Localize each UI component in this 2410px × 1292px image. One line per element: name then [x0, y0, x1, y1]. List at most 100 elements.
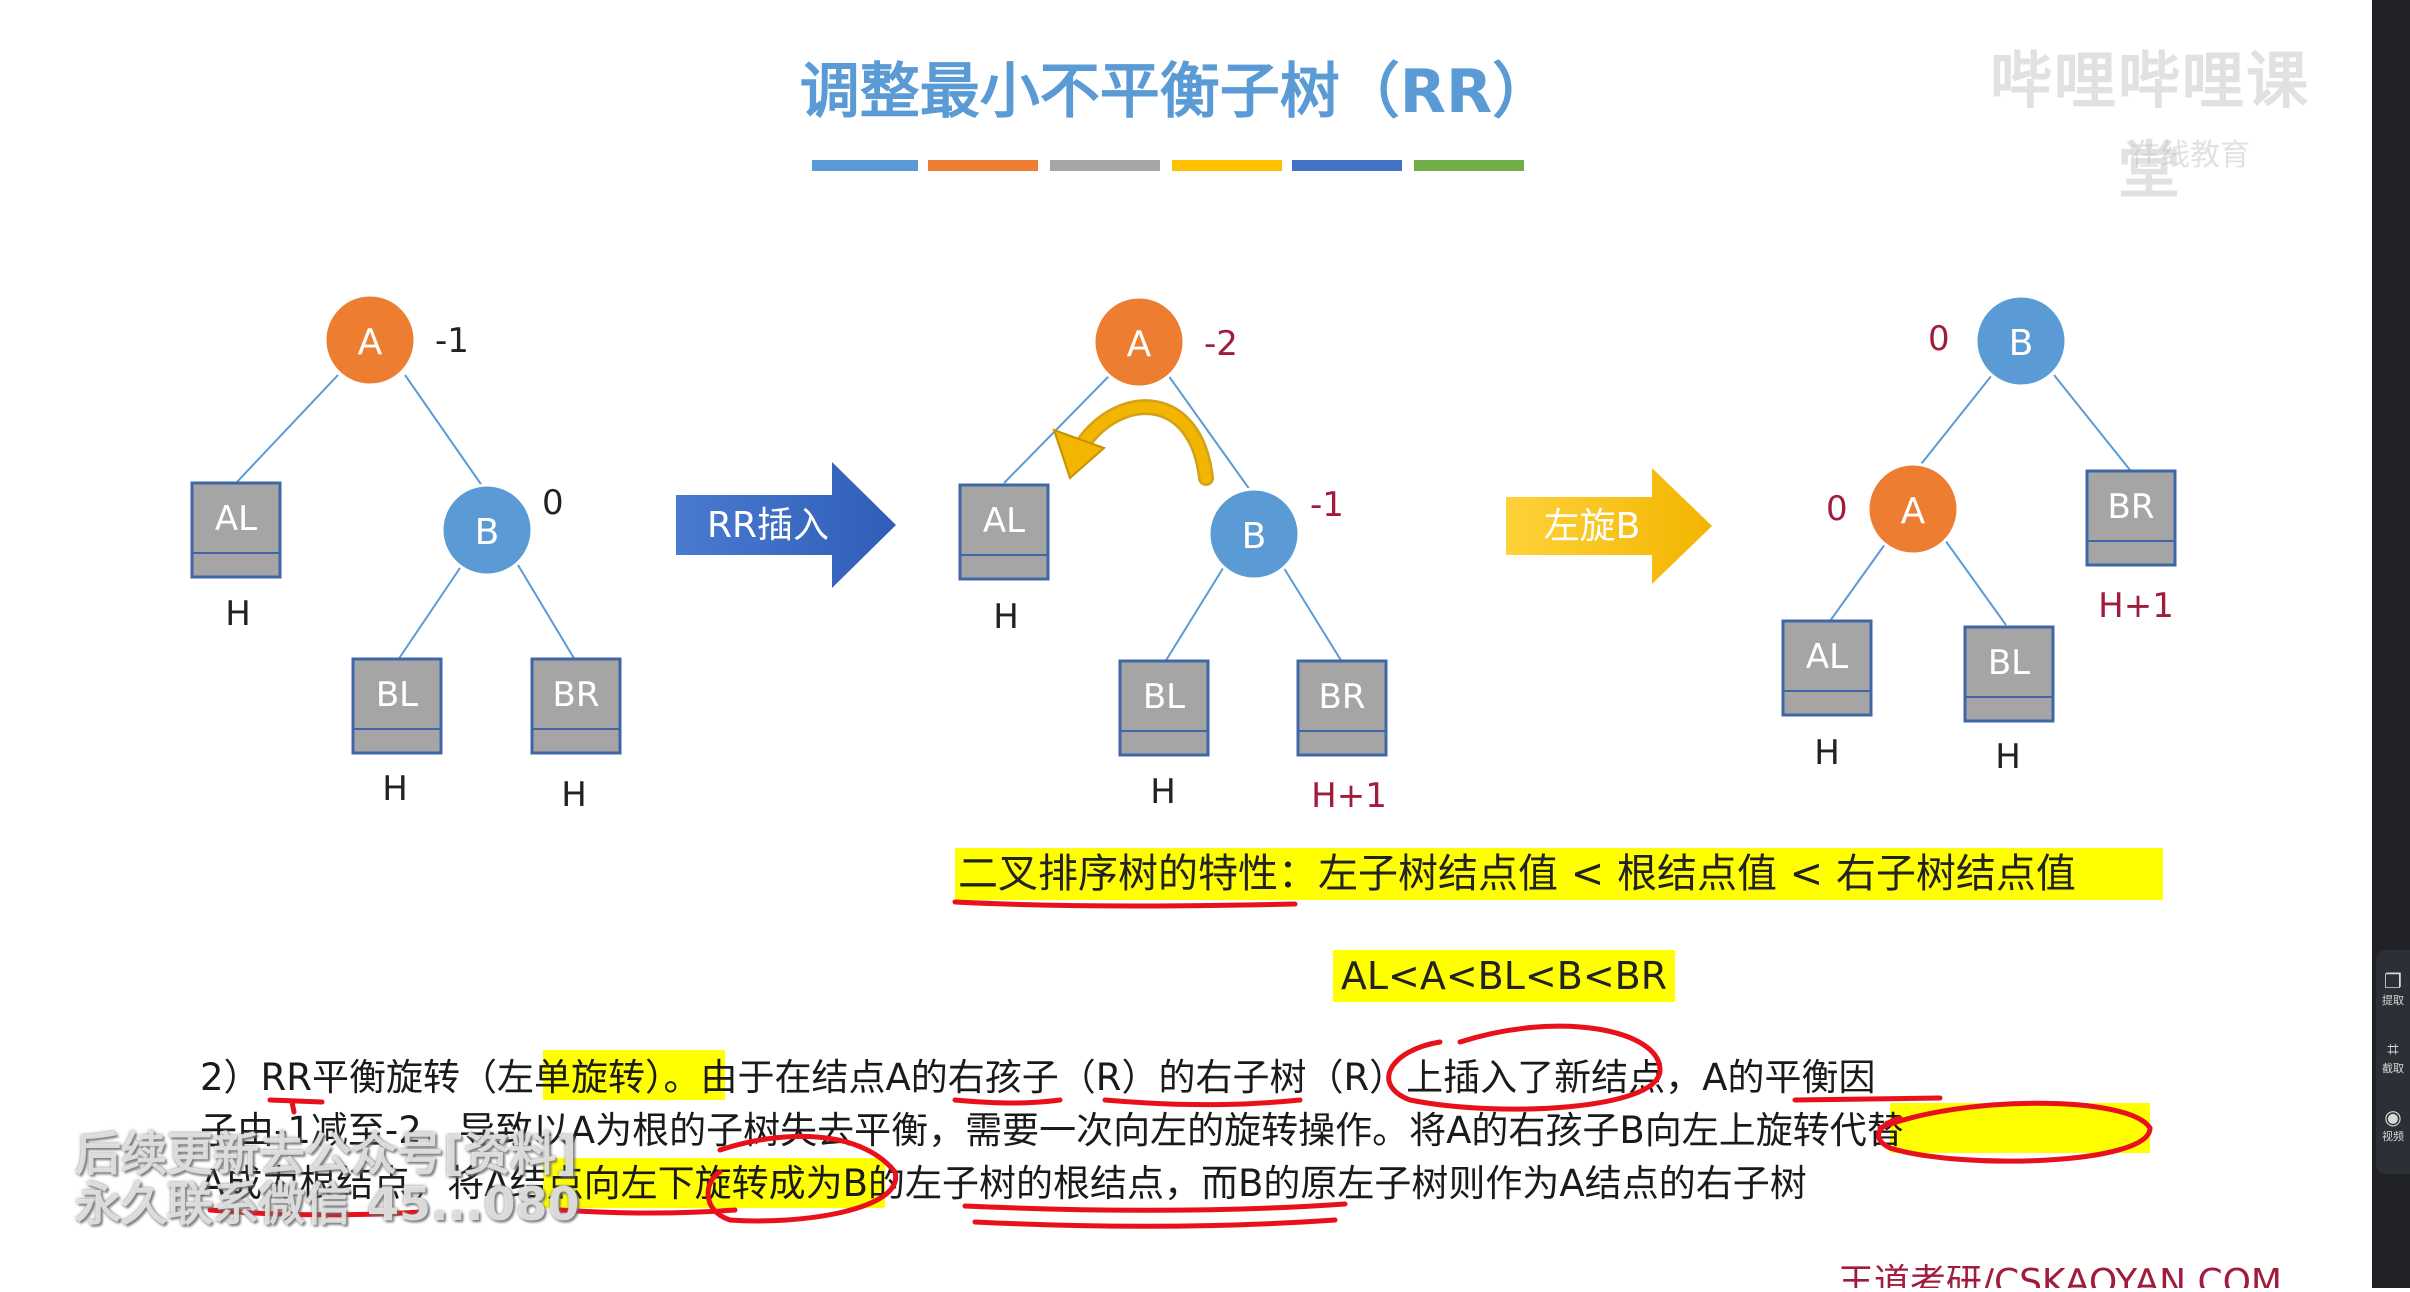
balance-factor: 0 [542, 483, 564, 523]
edge [2053, 374, 2131, 471]
node-a: A [1092, 295, 1186, 389]
arrow-label: 左旋B [1544, 506, 1641, 547]
node-b: B [1207, 487, 1301, 581]
copy-icon: ❐ [2384, 969, 2402, 993]
title-bar-1 [812, 160, 918, 171]
height-label: H [1814, 733, 1840, 773]
highlight [955, 848, 2163, 900]
side-tool-crop[interactable]: ⌗ 截取 [2376, 1038, 2410, 1076]
edge [1167, 374, 1251, 491]
edge [397, 564, 463, 661]
side-tool-copy[interactable]: ❐ 提取 [2376, 970, 2410, 1008]
camera-icon: ◉ [2384, 1105, 2402, 1129]
paragraph-line-3: A成为根结点，将A结点向左下旋转成为B的左子树的根结点，而B的原左子树则作为A结… [200, 1162, 1807, 1205]
tree-after-insert: A -2 B -1 AL H BL H BR [958, 295, 1388, 816]
subtree-label: BR [1319, 677, 1366, 717]
video-watermark: 哔哩哔哩课堂 [1989, 44, 2310, 207]
side-tool-label: 截取 [2382, 1062, 2404, 1075]
subtree-label: AL [983, 501, 1025, 541]
subtree-label: BL [376, 675, 418, 715]
node-label: A [1901, 491, 1926, 532]
footer-brand: 王道考研/CSKAOYAN.COM [1838, 1262, 2282, 1288]
title-bar-4 [1172, 160, 1282, 171]
node-label: B [1242, 516, 1267, 557]
height-label: H [1150, 772, 1176, 812]
side-toolbar: ❐ 提取 ⌗ 截取 ◉ 视频 [2376, 950, 2410, 1174]
subtree-label: BR [553, 675, 600, 715]
subtree-al: AL [1781, 619, 1873, 717]
edge [404, 374, 486, 491]
edge [1164, 564, 1226, 663]
promo-overlay-line-1: 后续更新去公众号[资料] [75, 1127, 578, 1181]
subtree-bl: BL [1118, 659, 1210, 757]
balance-factor: 0 [1826, 489, 1848, 529]
edge [1003, 374, 1111, 484]
title-color-bar [812, 160, 1524, 171]
side-tool-label: 提取 [2382, 994, 2404, 1007]
subtree-label: AL [215, 499, 257, 539]
promo-overlay-line-2: 永久联系微信 45...080 [75, 1177, 580, 1231]
edge [1281, 564, 1343, 663]
edge [235, 374, 339, 484]
node-label: A [1127, 324, 1152, 365]
balance-factor: 0 [1928, 319, 1950, 359]
order-note: AL<A<BL<B<BR [1341, 954, 1667, 998]
subtree-label: AL [1806, 637, 1848, 677]
paragraph-line-1: 2）RR平衡旋转（左单旋转）。由于在结点A的右孩子（R）的右子树（R）上插入了新… [200, 1056, 1876, 1099]
red-pen-annotations [207, 899, 2153, 1229]
side-tool-label: 视频 [2382, 1130, 2404, 1143]
title-bar-5 [1292, 160, 1402, 171]
node-label: B [475, 512, 500, 553]
tree-before-insert: A -1 B 0 AL H BL H BR H [190, 293, 622, 815]
arrow-label: RR插入 [707, 505, 829, 546]
video-watermark-subtitle: 在线教育 [2130, 138, 2250, 173]
title-bar-3 [1050, 160, 1160, 171]
bst-property-note: 二叉排序树的特性：左子树结点值 < 根结点值 < 右子树结点值 [958, 851, 2076, 897]
height-label: H [1995, 737, 2021, 777]
title-bar-6 [1414, 160, 1524, 171]
subtree-br: BR [530, 657, 622, 755]
subtree-al: AL [958, 483, 1050, 581]
node-b: B [440, 483, 534, 577]
subtree-label: BL [1143, 677, 1185, 717]
height-label: H [993, 597, 1019, 637]
subtree-label: BL [1988, 643, 2030, 683]
side-tool-camera[interactable]: ◉ 视频 [2376, 1106, 2410, 1144]
node-a: A [1866, 462, 1960, 556]
rotate-left-arrow: 左旋B [1506, 468, 1712, 584]
height-label: H+1 [2098, 586, 2174, 626]
rr-insert-arrow: RR插入 [676, 462, 896, 588]
height-label: H [225, 594, 251, 634]
paragraph-line-2: 子由-1减至-2，导致以A为根的子树失去平衡，需要一次向左的旋转操作。将A的右孩… [200, 1109, 1904, 1152]
node-label: A [358, 322, 383, 363]
subtree-br: BR [1296, 659, 1388, 757]
node-a: A [323, 293, 417, 387]
height-label: H+1 [1311, 776, 1387, 816]
node-b: B [1974, 294, 2068, 388]
highlight [543, 1158, 885, 1208]
edge [517, 564, 576, 661]
height-label: H [382, 769, 408, 809]
page-title: 调整最小不平衡子树（RR） [800, 57, 1552, 127]
balance-factor: -2 [1204, 324, 1238, 364]
node-label: B [2009, 323, 2034, 364]
balance-factor: -1 [435, 321, 469, 361]
subtree-al: AL [190, 481, 282, 579]
subtree-bl: BL [351, 657, 443, 755]
highlight [543, 1050, 725, 1100]
edge [1829, 539, 1889, 622]
height-label: H [561, 775, 587, 815]
highlight [1333, 950, 1675, 1002]
crop-icon: ⌗ [2387, 1037, 2399, 1061]
rotation-arrow-icon [1052, 399, 1214, 486]
edge [1917, 374, 1993, 469]
subtree-bl: BL [1963, 625, 2055, 723]
subtree-br: BR [2085, 469, 2177, 567]
balance-factor: -1 [1310, 485, 1344, 525]
tree-after-rotation: B 0 A 0 BR H+1 AL H BL H [1781, 294, 2177, 777]
edge [1944, 539, 2007, 626]
title-bar-2 [928, 160, 1038, 171]
subtree-label: BR [2108, 487, 2155, 527]
